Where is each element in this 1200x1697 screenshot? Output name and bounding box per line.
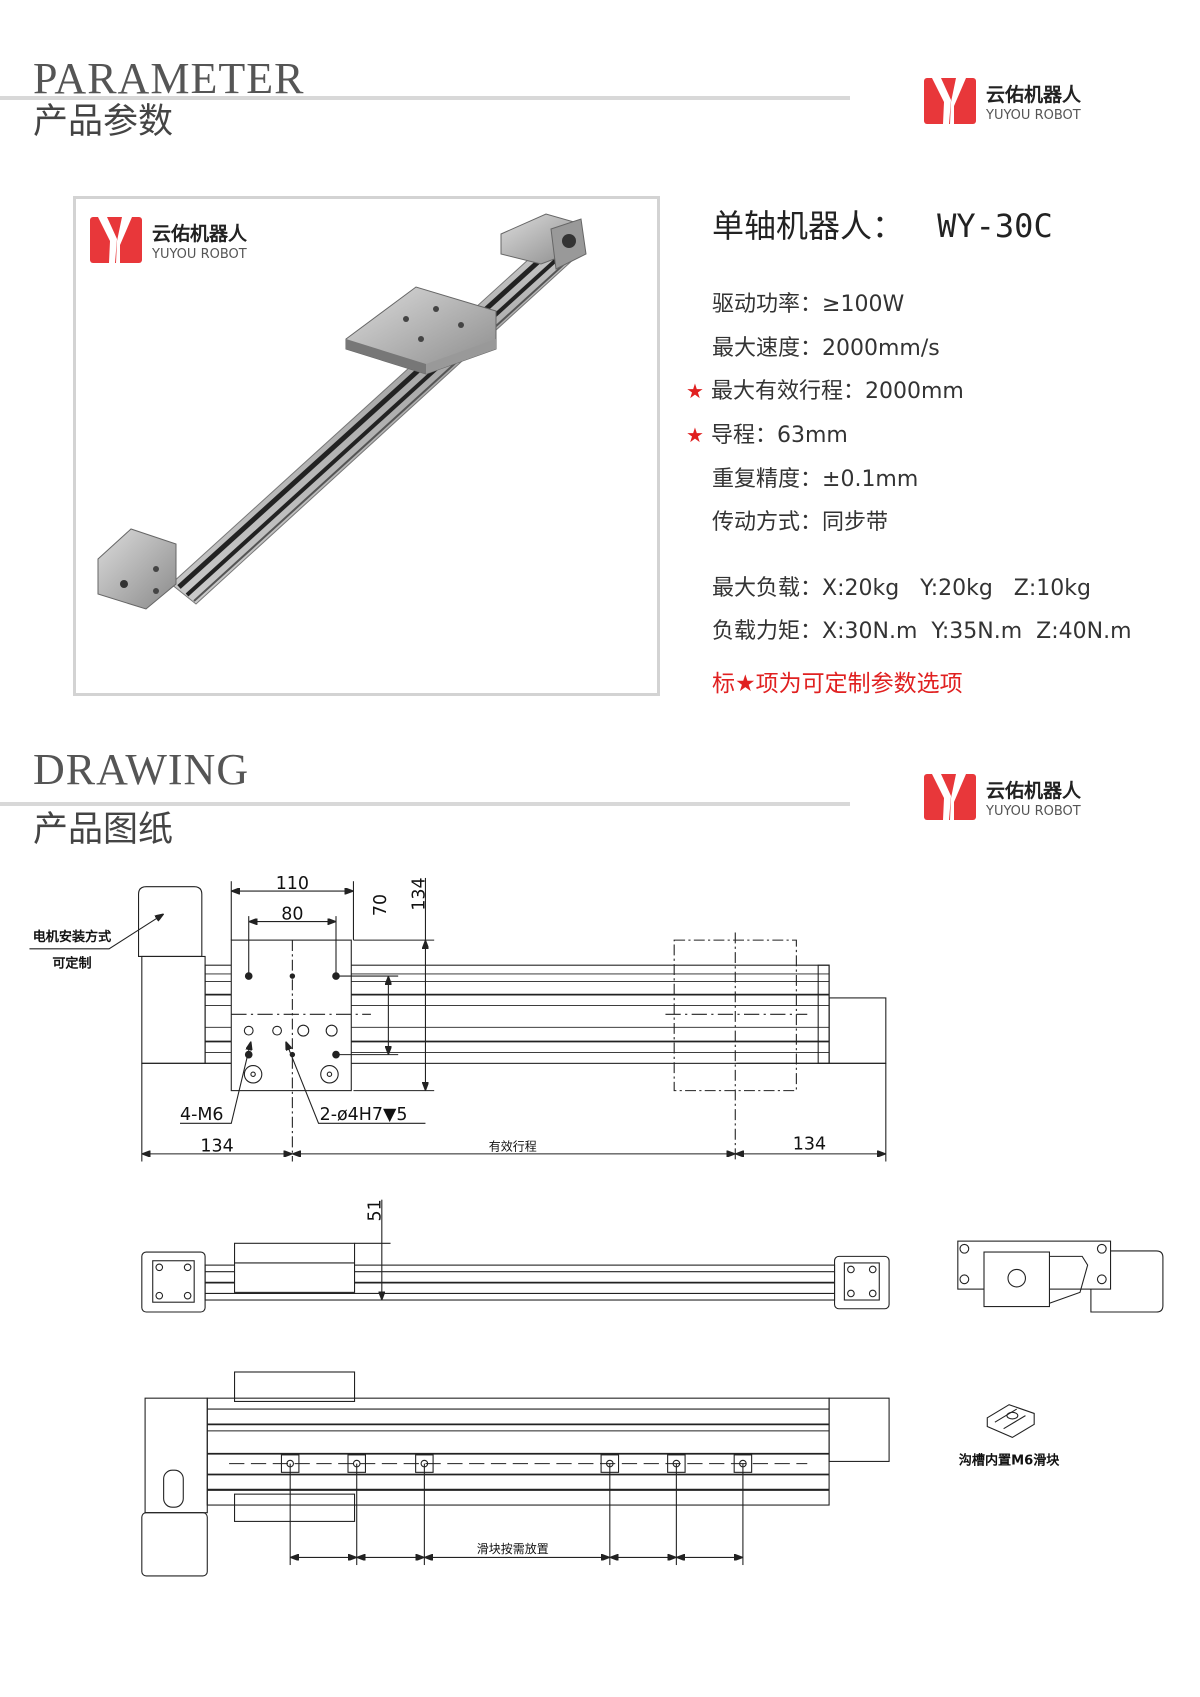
t-nut-label: 沟槽内置M6滑块	[959, 1452, 1061, 1469]
linear-module-image	[97, 213, 587, 610]
parameter-title-cn: 产品参数	[33, 102, 174, 142]
parameter-title-en: PARAMETER	[33, 54, 305, 103]
custom-option-note: 标★项为可定制参数选项	[712, 671, 963, 697]
spec-transmission: 传动方式：同步带	[712, 510, 889, 535]
brand-name-en: YUYOU ROBOT	[152, 247, 247, 262]
brand-name-en: YUYOU ROBOT	[986, 108, 1081, 123]
brand-name-cn: 云佑机器人	[986, 780, 1082, 802]
drawing-divider	[0, 802, 850, 806]
slider-markers	[280, 1454, 753, 1566]
spec-max-speed: 最大速度：2000mm/s	[712, 336, 940, 361]
dim-effective-stroke: 有效行程	[489, 1139, 537, 1154]
dim-carriage-height: 51	[366, 1199, 386, 1221]
yuyou-logo-icon	[924, 78, 976, 124]
drawing-title-cn: 产品图纸	[33, 810, 174, 850]
brand-logo: 云佑机器人 YUYOU ROBOT	[924, 76, 1094, 130]
product-heading: 单轴机器人： WY-30C	[712, 201, 1053, 247]
dim-carriage-width: 110	[276, 874, 309, 894]
spec-drive-power: 驱动功率：≥100W	[712, 292, 905, 317]
spec-repeatability: 重复精度：±0.1mm	[712, 467, 919, 492]
product-model: WY-30C	[937, 207, 1053, 245]
slider-placement-note: 滑块按需放置	[477, 1541, 549, 1556]
bottom-view-drawing: 滑块按需放置 沟槽内置M6滑块	[141, 1371, 1061, 1577]
dim-hole-vertical: 70	[371, 894, 391, 916]
star-icon: ★	[686, 379, 704, 403]
top-view-drawing: 51	[141, 1199, 1164, 1313]
yuyou-logo-icon	[90, 217, 142, 263]
spec-max-stroke: ★ 最大有效行程：2000mm	[686, 379, 964, 404]
drawing-title-en: DRAWING	[33, 745, 250, 794]
hole-m6-label: 4-M6	[180, 1105, 224, 1125]
photo-brand-logo: 云佑机器人 YUYOU ROBOT	[90, 215, 260, 269]
pin-hole-label: 2-ø4H7▼5	[320, 1105, 408, 1125]
motor-mount-note: 电机安装方式	[33, 928, 111, 945]
front-view-drawing: 110 80 70 134 电机安装方式 可定制 4-M6 2-ø4H7▼5 1…	[29, 874, 887, 1162]
brand-name-cn: 云佑机器人	[986, 84, 1082, 106]
spec-lead: ★ 导程：63mm	[686, 423, 848, 448]
dim-right-end: 134	[793, 1135, 826, 1155]
product-photo: 云佑机器人 YUYOU ROBOT	[73, 196, 660, 696]
dim-left-end: 134	[200, 1137, 233, 1157]
dim-carriage-length: 134	[409, 877, 429, 910]
t-nut-icon	[986, 1404, 1035, 1439]
spec-load-moment: 负载力矩：X:30N.m Y:35N.m Z:40N.m	[712, 619, 1132, 644]
spec-max-load: 最大负载：X:20kg Y:20kg Z:10kg	[712, 576, 1091, 601]
brand-logo-2: 云佑机器人 YUYOU ROBOT	[924, 772, 1094, 826]
yuyou-logo-icon	[924, 774, 976, 820]
star-icon: ★	[686, 423, 704, 447]
header-divider	[0, 96, 850, 100]
dim-hole-spacing: 80	[281, 904, 303, 924]
motor-mount-note-2: 可定制	[52, 954, 91, 971]
brand-name-en: YUYOU ROBOT	[986, 804, 1081, 819]
product-type-label: 单轴机器人：	[712, 207, 905, 245]
brand-name-cn: 云佑机器人	[152, 223, 248, 245]
